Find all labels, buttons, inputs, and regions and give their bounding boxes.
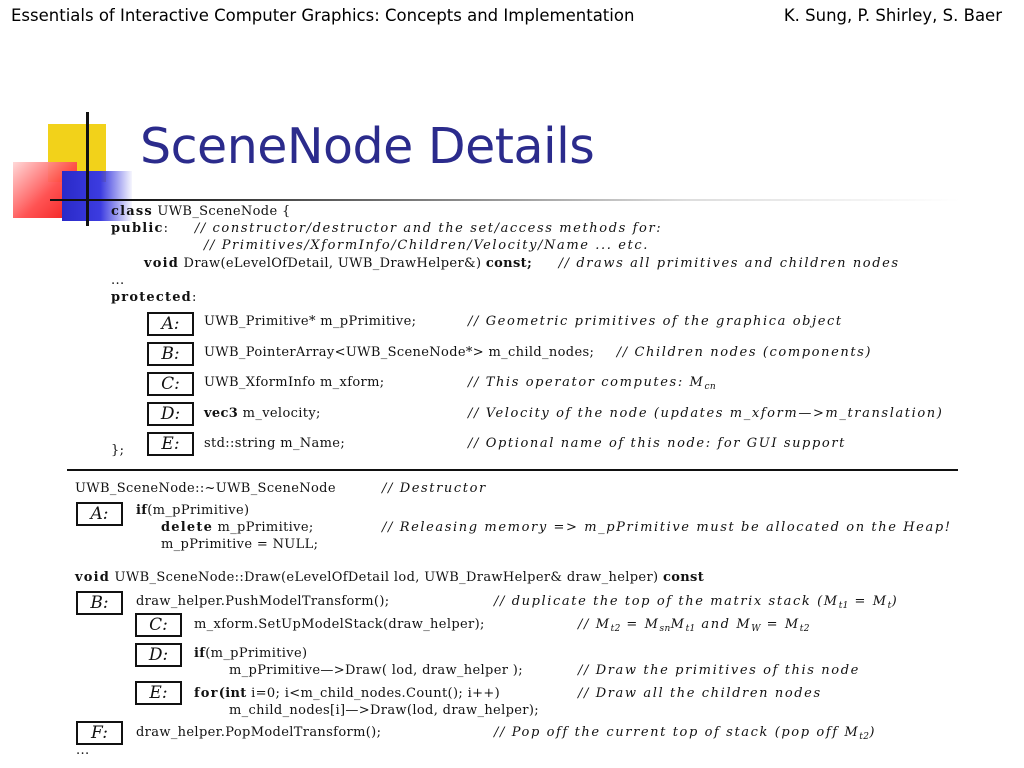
member-xform-comment: // This operator computes: Mcn <box>468 375 716 392</box>
code-draw-decl-line: void Draw(eLevelOfDetail, UWB_DrawHelper… <box>144 256 900 271</box>
member-name: std::string m_Name; <box>204 436 346 451</box>
label-box-destructor-a: A: <box>76 502 123 526</box>
label-box-d: D: <box>147 402 194 426</box>
destructor-if-line: if(m_pPrimitive) <box>136 503 250 518</box>
draw-if-line: if(m_pPrimitive) <box>194 646 308 661</box>
label-box-e: E: <box>147 432 194 456</box>
slide-title: SceneNode Details <box>140 118 595 175</box>
member-velocity: vec3 m_velocity; <box>204 406 321 421</box>
draw-push-line: draw_helper.PushModelTransform(); <box>136 594 390 609</box>
code-public-line: public: // constructor/destructor and th… <box>111 221 663 236</box>
label-box-c: C: <box>147 372 194 396</box>
code-comment-line: // Primitives/XformInfo/Children/Velocit… <box>204 238 649 253</box>
member-xform: UWB_XformInfo m_xform; <box>204 375 385 390</box>
code-ellipsis: ... <box>111 273 125 288</box>
member-name-comment: // Optional name of this node: for GUI s… <box>468 436 846 451</box>
label-box-draw-c: C: <box>135 613 182 637</box>
draw-pop-comment: // Pop off the current top of stack (pop… <box>494 725 876 742</box>
draw-push-comment: // duplicate the top of the matrix stack… <box>494 594 899 611</box>
destructor-delete-comment: // Releasing memory => m_pPrimitive must… <box>382 520 952 535</box>
member-primitive-comment: // Geometric primitives of the graphica … <box>468 314 843 329</box>
label-box-draw-b: B: <box>76 591 123 615</box>
section-divider <box>67 469 958 471</box>
destructor-signature: UWB_SceneNode::~UWB_SceneNode <box>75 481 336 496</box>
member-child-nodes: UWB_PointerArray<UWB_SceneNode*> m_child… <box>204 345 873 360</box>
draw-for-comment: // Draw all the children nodes <box>578 686 822 701</box>
decor-blue-square <box>62 171 132 221</box>
destructor-delete-line: delete m_pPrimitive; <box>161 520 314 535</box>
code-class-end: }; <box>111 443 125 458</box>
label-box-draw-f: F: <box>76 721 123 745</box>
label-box-a: A: <box>147 312 194 336</box>
code-protected-line: protected: <box>111 290 197 305</box>
member-primitive: UWB_Primitive* m_pPrimitive; <box>204 314 417 329</box>
course-title: Essentials of Interactive Computer Graph… <box>11 6 635 25</box>
draw-signature: void UWB_SceneNode::Draw(eLevelOfDetail … <box>75 570 705 585</box>
code-class-line: class UWB_SceneNode { <box>111 204 291 219</box>
member-velocity-comment: // Velocity of the node (updates m_xform… <box>468 406 944 421</box>
label-box-draw-e: E: <box>135 681 182 705</box>
code-trailing-ellipsis: ... <box>76 743 90 758</box>
label-box-draw-d: D: <box>135 643 182 667</box>
draw-setup-comment: // Mt2 = MsnMt1 and MW = Mt2 <box>578 617 810 634</box>
draw-children-line: m_child_nodes[i]—>Draw(lod, draw_helper)… <box>229 703 540 718</box>
draw-pop-line: draw_helper.PopModelTransform(); <box>136 725 382 740</box>
decor-vertical-line <box>86 112 89 226</box>
draw-primitive-line: m_pPrimitive—>Draw( lod, draw_helper ); <box>229 663 523 678</box>
destructor-comment: // Destructor <box>382 481 487 496</box>
draw-setup-line: m_xform.SetUpModelStack(draw_helper); <box>194 617 485 632</box>
decor-horizontal-line <box>50 199 960 201</box>
destructor-null-line: m_pPrimitive = NULL; <box>161 537 319 552</box>
authors: K. Sung, P. Shirley, S. Baer <box>783 6 1002 25</box>
draw-for-line: for(int i=0; i<m_child_nodes.Count(); i+… <box>194 686 500 701</box>
label-box-b: B: <box>147 342 194 366</box>
draw-primitive-comment: // Draw the primitives of this node <box>578 663 860 678</box>
